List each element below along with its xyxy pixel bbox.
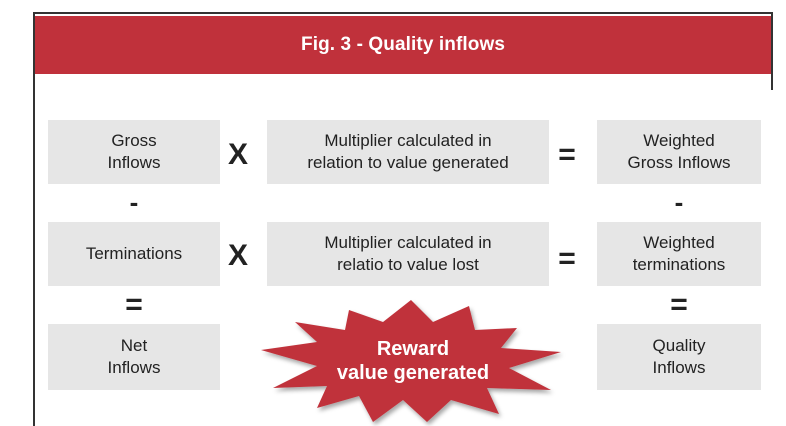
equals-operator-row1: = [558, 138, 576, 171]
equals-operator-row2: = [558, 242, 576, 275]
multiplier-value-generated-label: Multiplier calculated in relation to val… [307, 131, 509, 172]
multiplier-value-generated-box: Multiplier calculated in relation to val… [267, 120, 549, 184]
minus-operator-left: - [129, 187, 139, 217]
minus-operator-right: - [674, 187, 684, 217]
net-inflows-box: Net Inflows [48, 324, 220, 390]
quality-inflows-label: Quality Inflows [652, 336, 706, 377]
frame-top-border [33, 12, 773, 14]
quality-inflows-box: Quality Inflows [597, 324, 761, 390]
weighted-gross-inflows-label: Weighted Gross Inflows [627, 131, 731, 172]
equals-operator-right: = [670, 288, 688, 321]
terminations-box: Terminations [48, 222, 220, 286]
multiplier-value-lost-box: Multiplier calculated in relatio to valu… [267, 222, 549, 286]
frame-right-border [771, 12, 773, 90]
multiply-operator-row1: X [227, 138, 248, 171]
gross-inflows-box: Gross Inflows [48, 120, 220, 184]
equals-operator-left: = [125, 288, 143, 321]
reward-value-generated-label: Reward value generated [336, 338, 490, 384]
frame-left-border [33, 12, 35, 426]
weighted-terminations-box: Weighted terminations [597, 222, 761, 286]
weighted-terminations-label: Weighted terminations [632, 233, 726, 274]
reward-starburst: Reward value generated [255, 296, 571, 426]
net-inflows-label: Net Inflows [107, 336, 161, 377]
weighted-gross-inflows-box: Weighted Gross Inflows [597, 120, 761, 184]
terminations-label: Terminations [85, 244, 183, 263]
starburst-shape [261, 300, 561, 422]
gross-inflows-label: Gross Inflows [107, 131, 161, 172]
figure-title: Fig. 3 - Quality inflows [300, 34, 506, 55]
multiply-operator-row2: X [227, 239, 248, 272]
figure-header: Fig. 3 - Quality inflows [35, 16, 771, 74]
multiplier-value-lost-label: Multiplier calculated in relatio to valu… [324, 233, 492, 274]
